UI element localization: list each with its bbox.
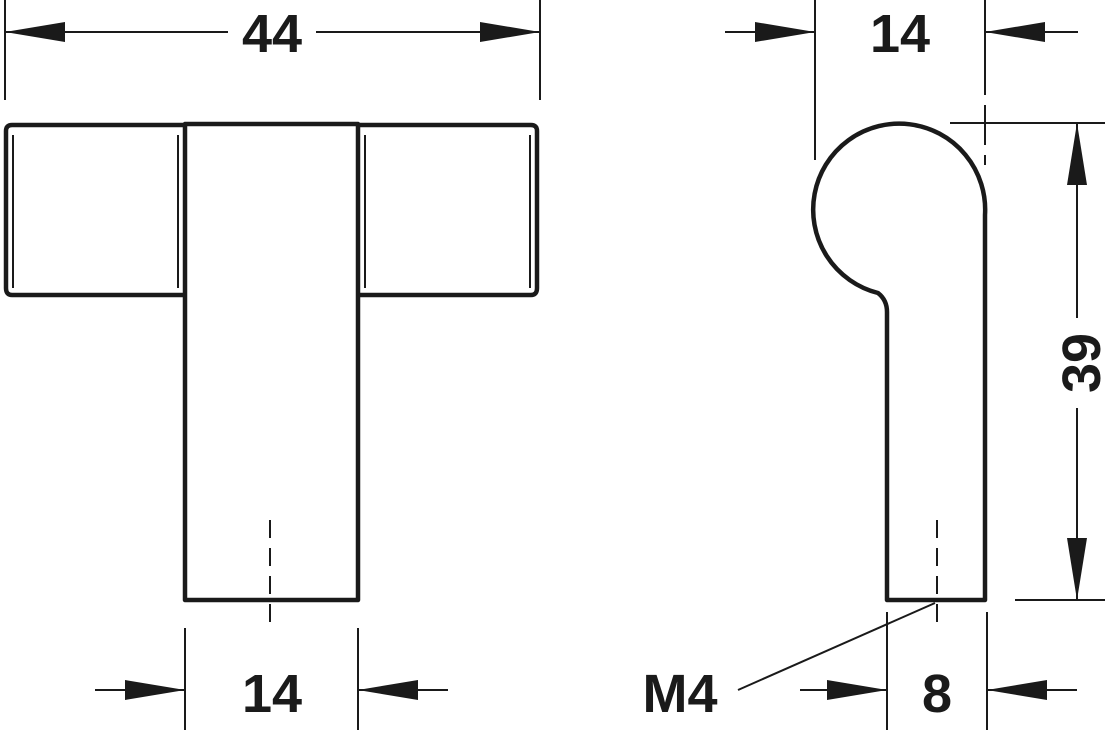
stem-body [182, 121, 361, 603]
arrowhead [1067, 123, 1087, 185]
left-bar-segment [3, 122, 183, 298]
arrowhead [985, 22, 1045, 42]
arrowhead [755, 22, 815, 42]
right-bar-segment [360, 122, 540, 298]
arrowhead [480, 22, 540, 42]
arrowhead [5, 22, 65, 42]
dimension-8-label: 8 [922, 664, 952, 724]
leader-line [737, 602, 936, 691]
arrowhead [125, 680, 185, 700]
dimension-44-label: 44 [242, 4, 302, 64]
arrowhead [827, 680, 887, 700]
dimension-14-bottom-label: 14 [242, 664, 302, 724]
arrowhead [987, 680, 1047, 700]
arrowhead [1067, 538, 1087, 600]
side-view: 14 39 8 M4 [642, 0, 1109, 730]
front-view: 44 14 [3, 0, 541, 730]
dimension-14-top-label: 14 [870, 4, 930, 64]
knob-profile [810, 121, 988, 603]
dimension-39-label: 39 [1052, 333, 1109, 393]
thread-m4-label: M4 [642, 664, 717, 724]
arrowhead [358, 680, 418, 700]
